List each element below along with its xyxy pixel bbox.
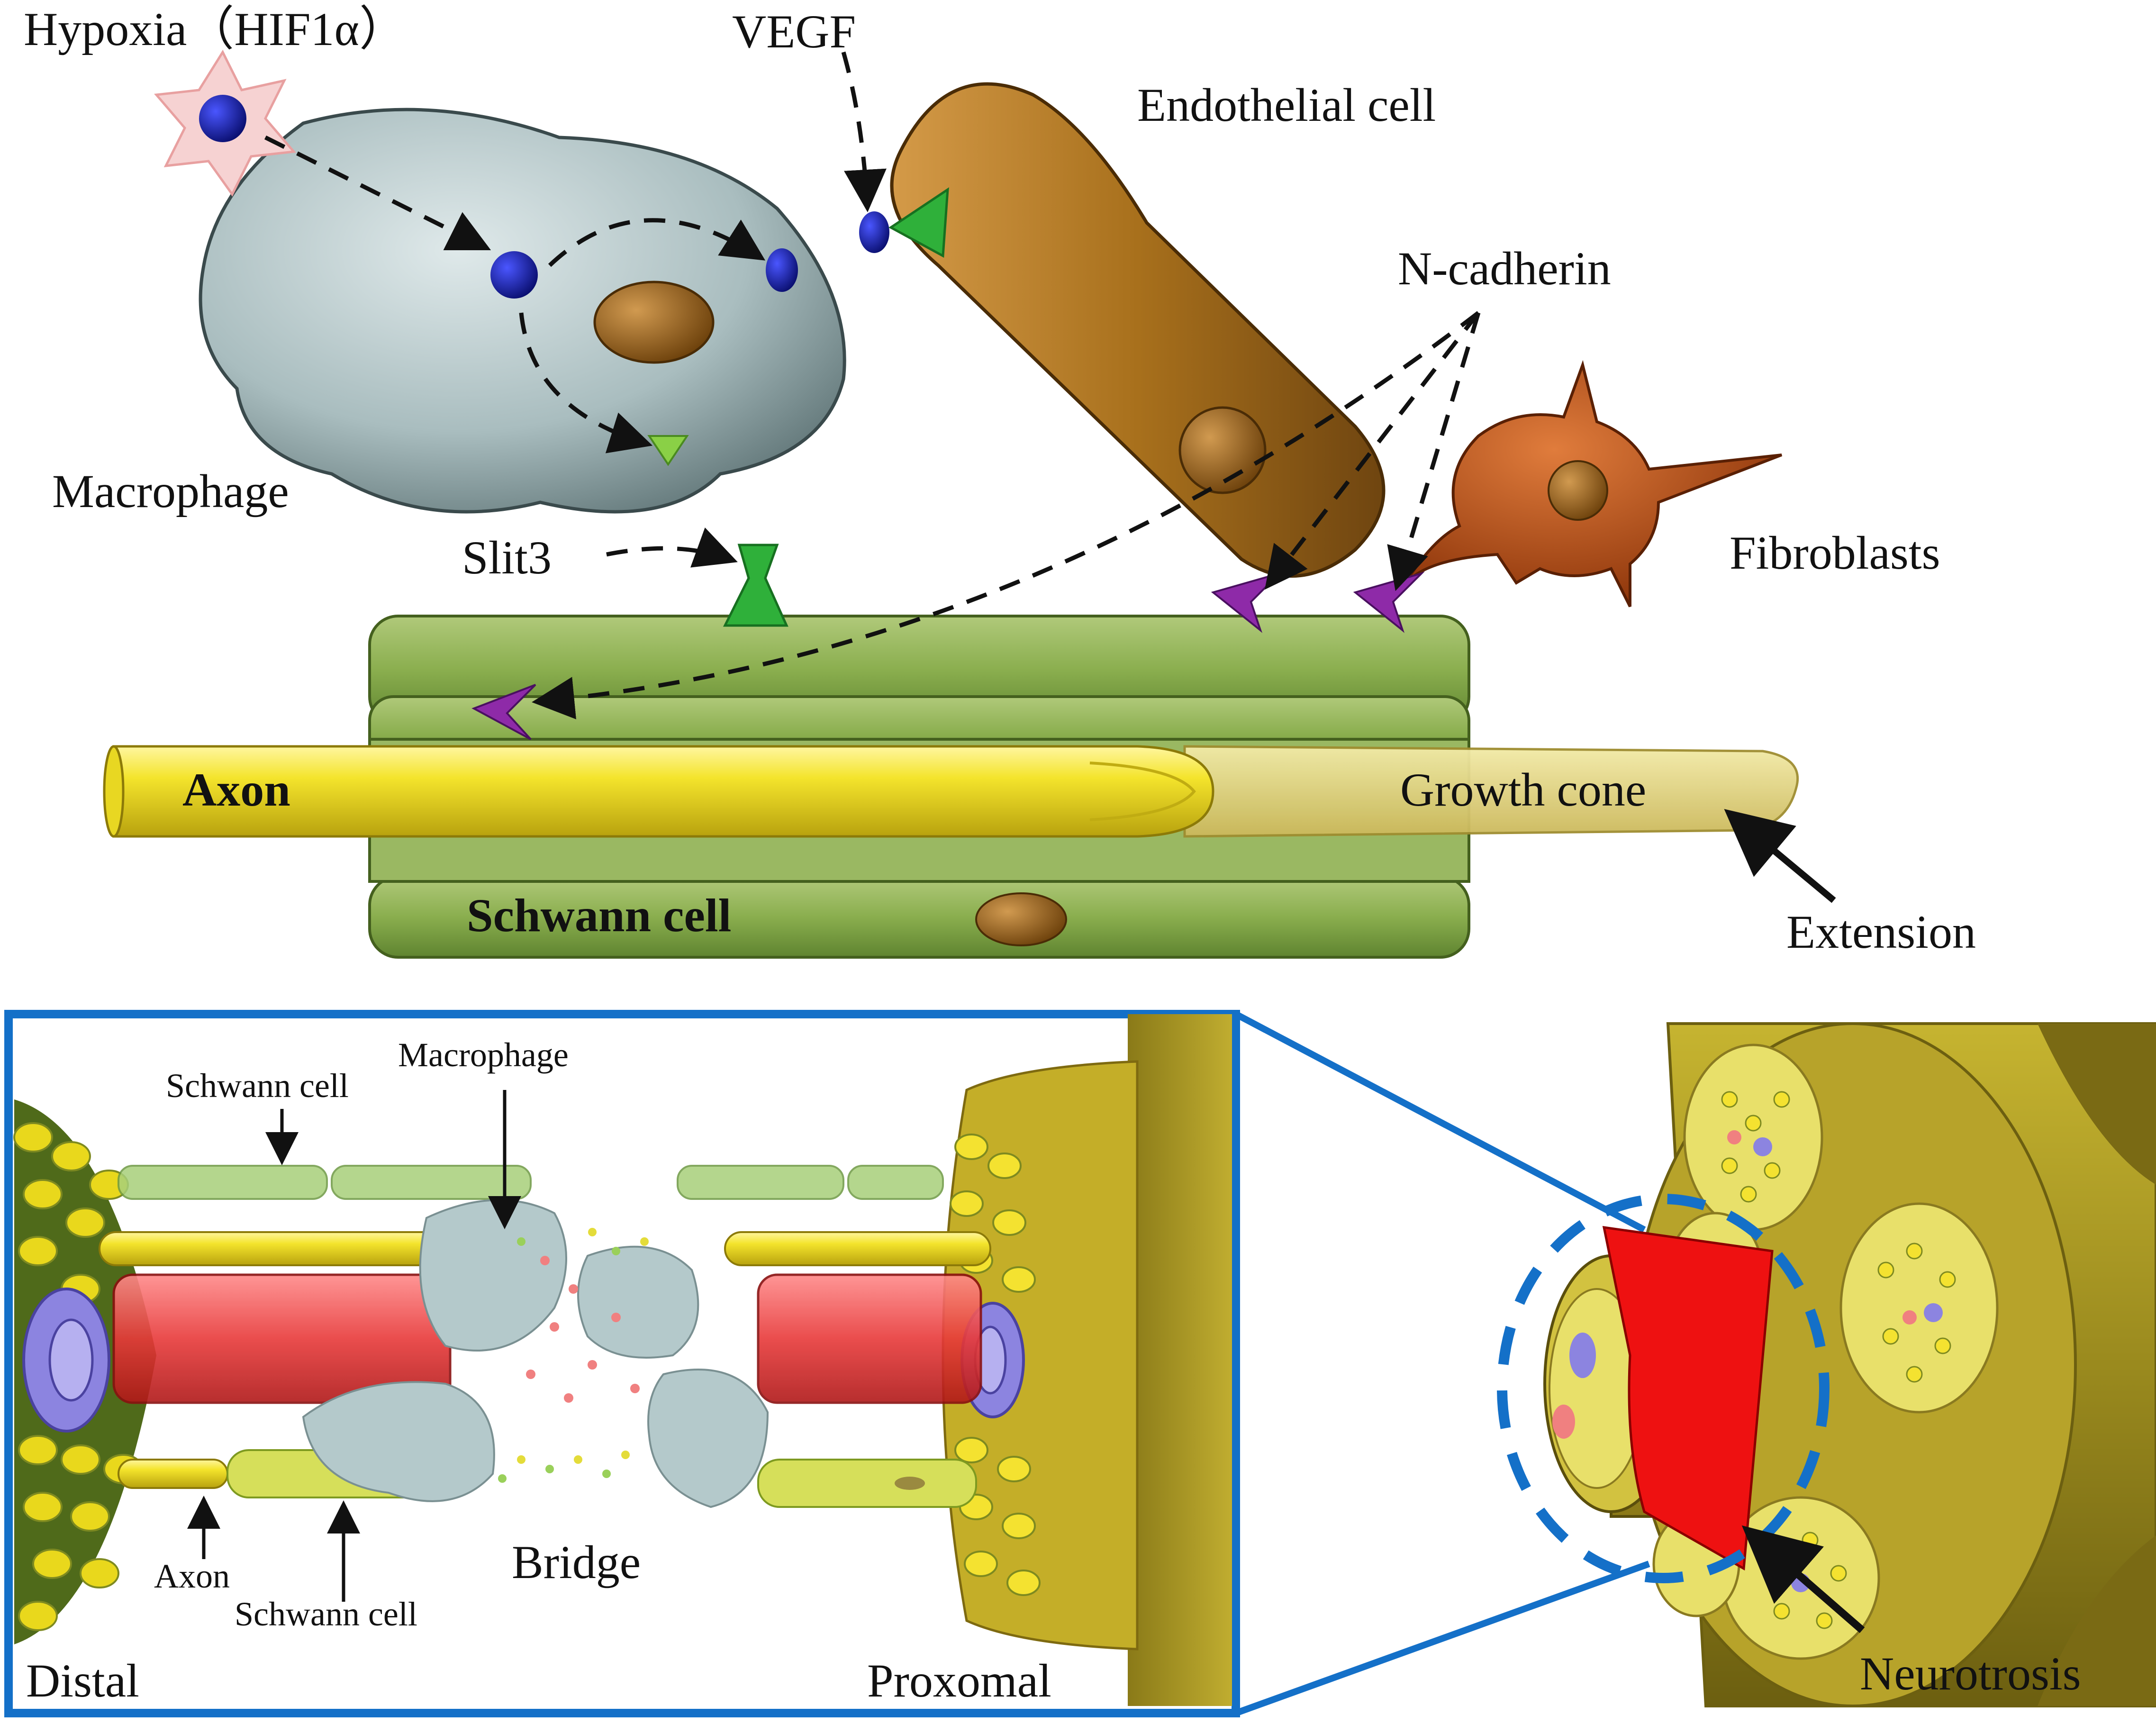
endothelial-cell-label: Endothelial cell: [1137, 79, 1436, 131]
axon-shape: [103, 745, 1799, 838]
injury-highlight-circle: [1497, 1194, 1830, 1583]
inset-schwann-chain: [118, 1165, 944, 1200]
hypoxia-label: Hypoxia（HIF1α）: [24, 3, 407, 55]
inset-macrophage-label: Macrophage: [398, 1036, 569, 1074]
extension-label: Extension: [1786, 906, 1976, 958]
distal-label: Distal: [26, 1654, 139, 1707]
nerve-cross-section: Neurotrosis: [1497, 1022, 2156, 1707]
fibroblasts-label: Fibroblasts: [1730, 526, 1940, 579]
macrophage-label: Macrophage: [52, 465, 289, 517]
growth-cone-label: Growth cone: [1400, 763, 1646, 816]
vegf-label: VEGF: [732, 5, 856, 58]
inset-panel: Schwann cell Macrophage Axon Schwann cel…: [4, 1010, 1240, 1717]
slit3-marker-icon: [647, 435, 689, 466]
inset-schwann-cell-bottom-label: Schwann cell: [235, 1595, 417, 1633]
bridge-debris: [498, 1228, 649, 1483]
vegf-marker-icon: [859, 211, 889, 253]
hif-marker-icon: [766, 248, 798, 292]
vegf-receptor-icon: [888, 187, 949, 258]
axon-label: Axon: [182, 763, 290, 816]
neurotrosis-label: Neurotrosis: [1860, 1647, 2081, 1700]
macrophage-shape: [199, 108, 846, 514]
proximal-fascicles: [950, 1134, 1041, 1596]
injury-plane-icon: [1602, 1226, 1774, 1571]
proximal-label: Proxomal: [867, 1654, 1051, 1707]
distal-fascicles: [13, 1122, 143, 1631]
fibroblast-shape: [1401, 360, 1783, 608]
ncadherin-label: N-cadherin: [1398, 242, 1611, 295]
zoom-connector: [1234, 1011, 1646, 1233]
neurotrosis-arrow: [1741, 1525, 1865, 1633]
signal-arrows: [264, 51, 1481, 719]
zoom-connector: [1234, 1561, 1650, 1716]
schwann-cell-label: Schwann cell: [467, 889, 731, 942]
ncadherin-marker-icon: [1211, 571, 1283, 633]
bridge-label: Bridge: [512, 1536, 641, 1588]
slit3-label: Slit3: [462, 531, 552, 584]
inset-macrophages: [302, 1199, 769, 1508]
inset-axon-label: Axon: [154, 1557, 230, 1595]
ncadherin-marker-icon: [471, 684, 536, 740]
endothelial-cell-shape: [890, 82, 1386, 578]
slit3-receptor-icon: [723, 544, 788, 627]
hif-marker-icon: [490, 251, 538, 299]
extension-arrow: [1724, 809, 1836, 903]
hypoxia-star-icon: [154, 49, 296, 197]
inset-arrows: [187, 1090, 521, 1602]
inset-schwann-cell-label: Schwann cell: [166, 1067, 349, 1105]
